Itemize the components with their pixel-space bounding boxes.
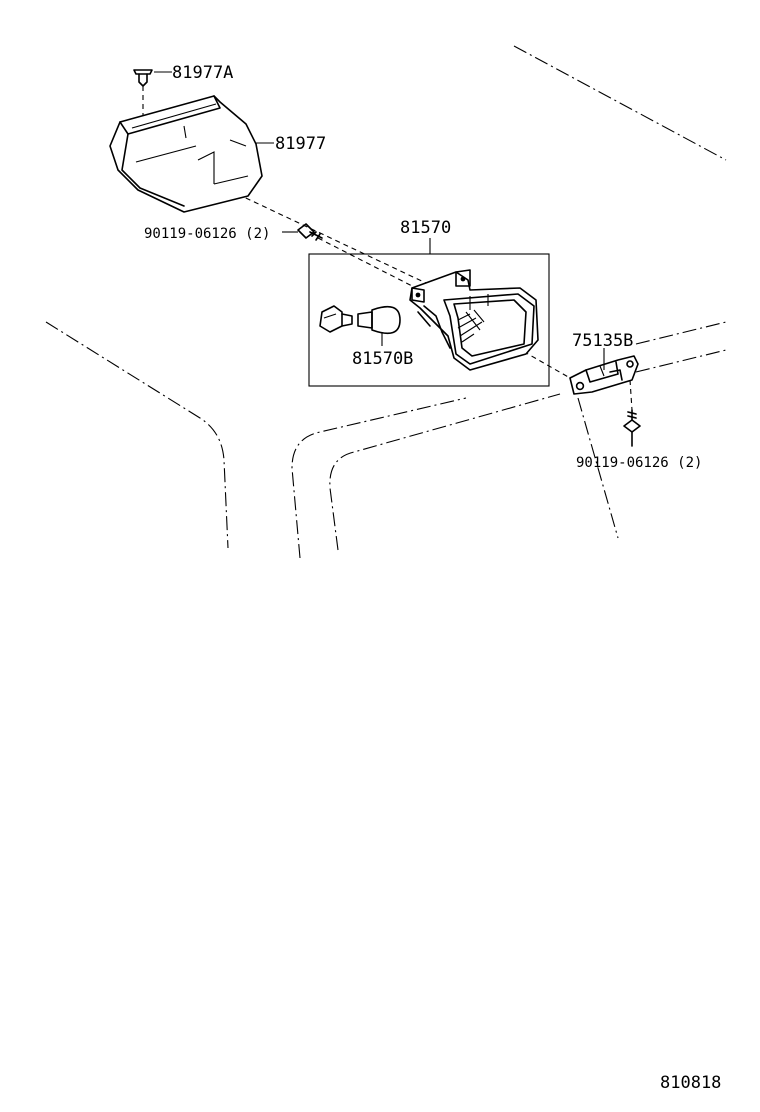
body-outline: [45, 45, 727, 559]
leader-lines: [154, 71, 605, 370]
socket-icon: [319, 305, 353, 333]
lamp-housing-81570: [409, 269, 539, 371]
label-screw-top: 90119-06126 (2): [144, 226, 270, 242]
label-screw-bottom: 90119-06126 (2): [576, 455, 702, 471]
screw-bottom-icon: [623, 409, 641, 447]
lamp-assembly-box: [308, 253, 550, 387]
label-81977a: 81977A: [172, 63, 233, 83]
screw-top-icon: [297, 223, 323, 241]
figure-number: 810818: [660, 1073, 721, 1093]
lamp-cover-81977: [109, 95, 263, 213]
bulb-icon: [357, 305, 401, 335]
label-81570b: 81570B: [352, 349, 413, 369]
label-75135b: 75135B: [572, 331, 633, 351]
label-81977: 81977: [275, 134, 326, 154]
clip-81977a-icon: [133, 69, 153, 87]
label-81570: 81570: [400, 218, 451, 238]
bracket-75135b: [569, 355, 639, 395]
